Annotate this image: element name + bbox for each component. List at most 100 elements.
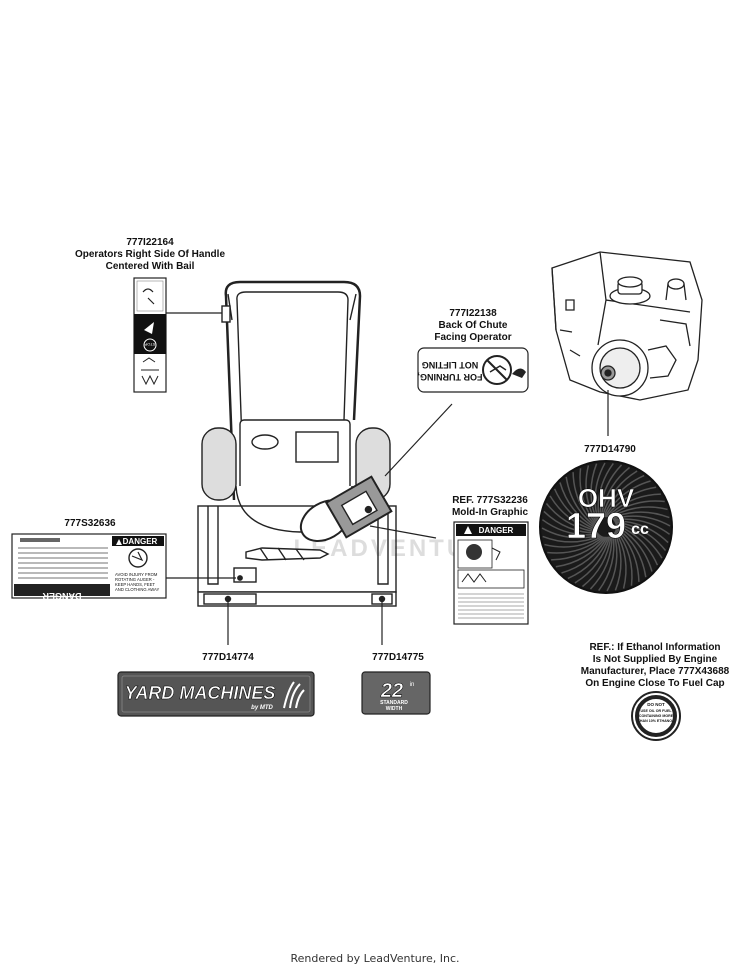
swirl-ray (590, 463, 599, 523)
swirl-ray (574, 536, 611, 584)
ethanol-line2: USE OIL OR FUEL (640, 709, 672, 713)
swirl-ray (606, 493, 661, 518)
swirl-ray (615, 525, 653, 572)
stop-word: STOP (144, 342, 155, 347)
swirl-ray (612, 518, 671, 535)
swirl-ray (613, 520, 669, 544)
swirl-ray (589, 534, 613, 590)
label-line: Facing Operator (434, 332, 512, 343)
swirl-ray (565, 476, 597, 528)
swirl-ray (544, 535, 603, 548)
swirl-ray (555, 536, 607, 568)
note-line: Is Not Supplied By Engine (592, 654, 718, 665)
decal-32236: DANGER (453, 521, 529, 625)
swirl-ray (585, 465, 598, 524)
label-22138: 777I22138 Back Of Chute Facing Operator (413, 308, 533, 344)
size-unit: in (410, 682, 415, 688)
swirl-ray (599, 464, 623, 520)
note-line: REF.: If Ethanol Information (589, 642, 721, 653)
swirl-ray (541, 519, 600, 536)
footer-credit: Rendered by LeadVenture, Inc. (290, 952, 460, 965)
brand-name: YARD MACHINES (125, 683, 276, 703)
swirl-ray (547, 536, 604, 554)
decal-for-turning: FOR TURNING, NOT LIFTING (417, 347, 529, 393)
snowblower-illustration (197, 280, 397, 607)
swirl-ray (598, 533, 615, 592)
ethanol-line3: CONTAINING MORE (639, 714, 674, 718)
swirl-ray (602, 474, 645, 518)
swirl-ray (615, 523, 659, 566)
brand-sub: by MTD (251, 705, 273, 711)
swirl-ray (567, 536, 610, 580)
swirl-ray (597, 462, 614, 521)
swirl-ray (608, 500, 665, 518)
swirl-ray (561, 536, 608, 574)
swirl-ray (615, 527, 640, 582)
turning-line2: NOT LIFTING (422, 360, 479, 370)
label-32236: REF. 777S32236 Mold-In Graphic (430, 495, 550, 519)
swirl-ray (542, 534, 602, 543)
swirl-ray (614, 530, 627, 589)
label-14775: 777D14775 (348, 652, 448, 664)
ethanol-line1: DO NOT (647, 702, 665, 707)
label-32636: 777S32636 (40, 518, 140, 530)
ethanol-line4: THAN 10% ETHANOL (638, 719, 675, 723)
label-line: Back Of Chute (438, 320, 508, 331)
size-number: 22 (380, 680, 403, 702)
decal-yard-machines: YARD MACHINES by MTD (117, 671, 315, 717)
swirl-ray (610, 511, 670, 520)
part-number: 777S32636 (64, 518, 116, 529)
swirl-ray (549, 495, 597, 532)
swirl-ray (611, 515, 671, 527)
swirl-ray (541, 527, 601, 539)
svg-text:AVOID INJURY FROM: AVOID INJURY FROM (115, 572, 158, 577)
decal-22164: STOP (133, 277, 167, 393)
swirl-ray (615, 522, 663, 559)
ohv-number: 179 (566, 505, 626, 546)
swirl-ray (615, 529, 633, 586)
part-number: 777I22138 (449, 308, 497, 319)
decal-ohv-179: OHV 179 cc (539, 460, 673, 594)
swirl-ray (582, 535, 612, 588)
label-14774: 777D14774 (178, 652, 278, 664)
svg-text:AND CLOTHING AWAY: AND CLOTHING AWAY (115, 587, 159, 592)
decal-ethanol: DO NOT USE OIL OR FUEL CONTAINING MORE T… (631, 691, 681, 741)
swirl-ray (613, 531, 622, 591)
danger-vertical-word: DANGER (479, 526, 514, 535)
label-line: Centered With Bail (105, 261, 195, 272)
svg-text:KEEP HANDS, FEET: KEEP HANDS, FEET (115, 582, 155, 587)
note-line: On Engine Close To Fuel Cap (585, 678, 725, 689)
part-number: 777I22164 (126, 237, 174, 248)
engine-illustration (551, 251, 703, 436)
decal-32636: DANGER DANGER AVOID INJURY FROM ROTATING… (11, 533, 167, 601)
danger-word: DANGER (123, 537, 158, 546)
swirl-ray (605, 486, 657, 518)
swirl-ray (604, 480, 651, 518)
swirl-ray (600, 466, 630, 519)
danger-rotated-word: DANGER (42, 591, 82, 601)
note-line: Manufacturer, Place 777X43688 (580, 666, 730, 677)
ethanol-reference-note: REF.: If Ethanol Information Is Not Supp… (560, 642, 750, 690)
swirl-ray (606, 532, 618, 592)
swirl-ray (579, 468, 597, 525)
ohv-unit: cc (631, 521, 649, 538)
part-number: REF. 777S32236 (452, 495, 528, 506)
size-sub2: WIDTH (386, 706, 403, 712)
decal-22-inch: 22 in STANDARD WIDTH (361, 671, 431, 715)
svg-text:ROTATING AUGER -: ROTATING AUGER - (115, 577, 155, 582)
swirl-ray (543, 510, 599, 534)
swirl-ray (553, 488, 597, 531)
leader-lines (166, 312, 453, 645)
part-number: 777D14775 (372, 652, 424, 663)
swirl-ray (601, 470, 638, 518)
ohv-text: OHV (578, 483, 635, 513)
turning-line1: FOR TURNING, (418, 372, 483, 382)
swirl-ray (545, 503, 598, 533)
swirl-ray (615, 526, 647, 578)
swirl-ray (572, 472, 597, 527)
label-line: Operators Right Side Of Handle (74, 249, 226, 260)
swirl-ray (559, 482, 597, 529)
part-number: 777D14774 (202, 652, 254, 663)
label-line: Mold-In Graphic (451, 507, 529, 518)
